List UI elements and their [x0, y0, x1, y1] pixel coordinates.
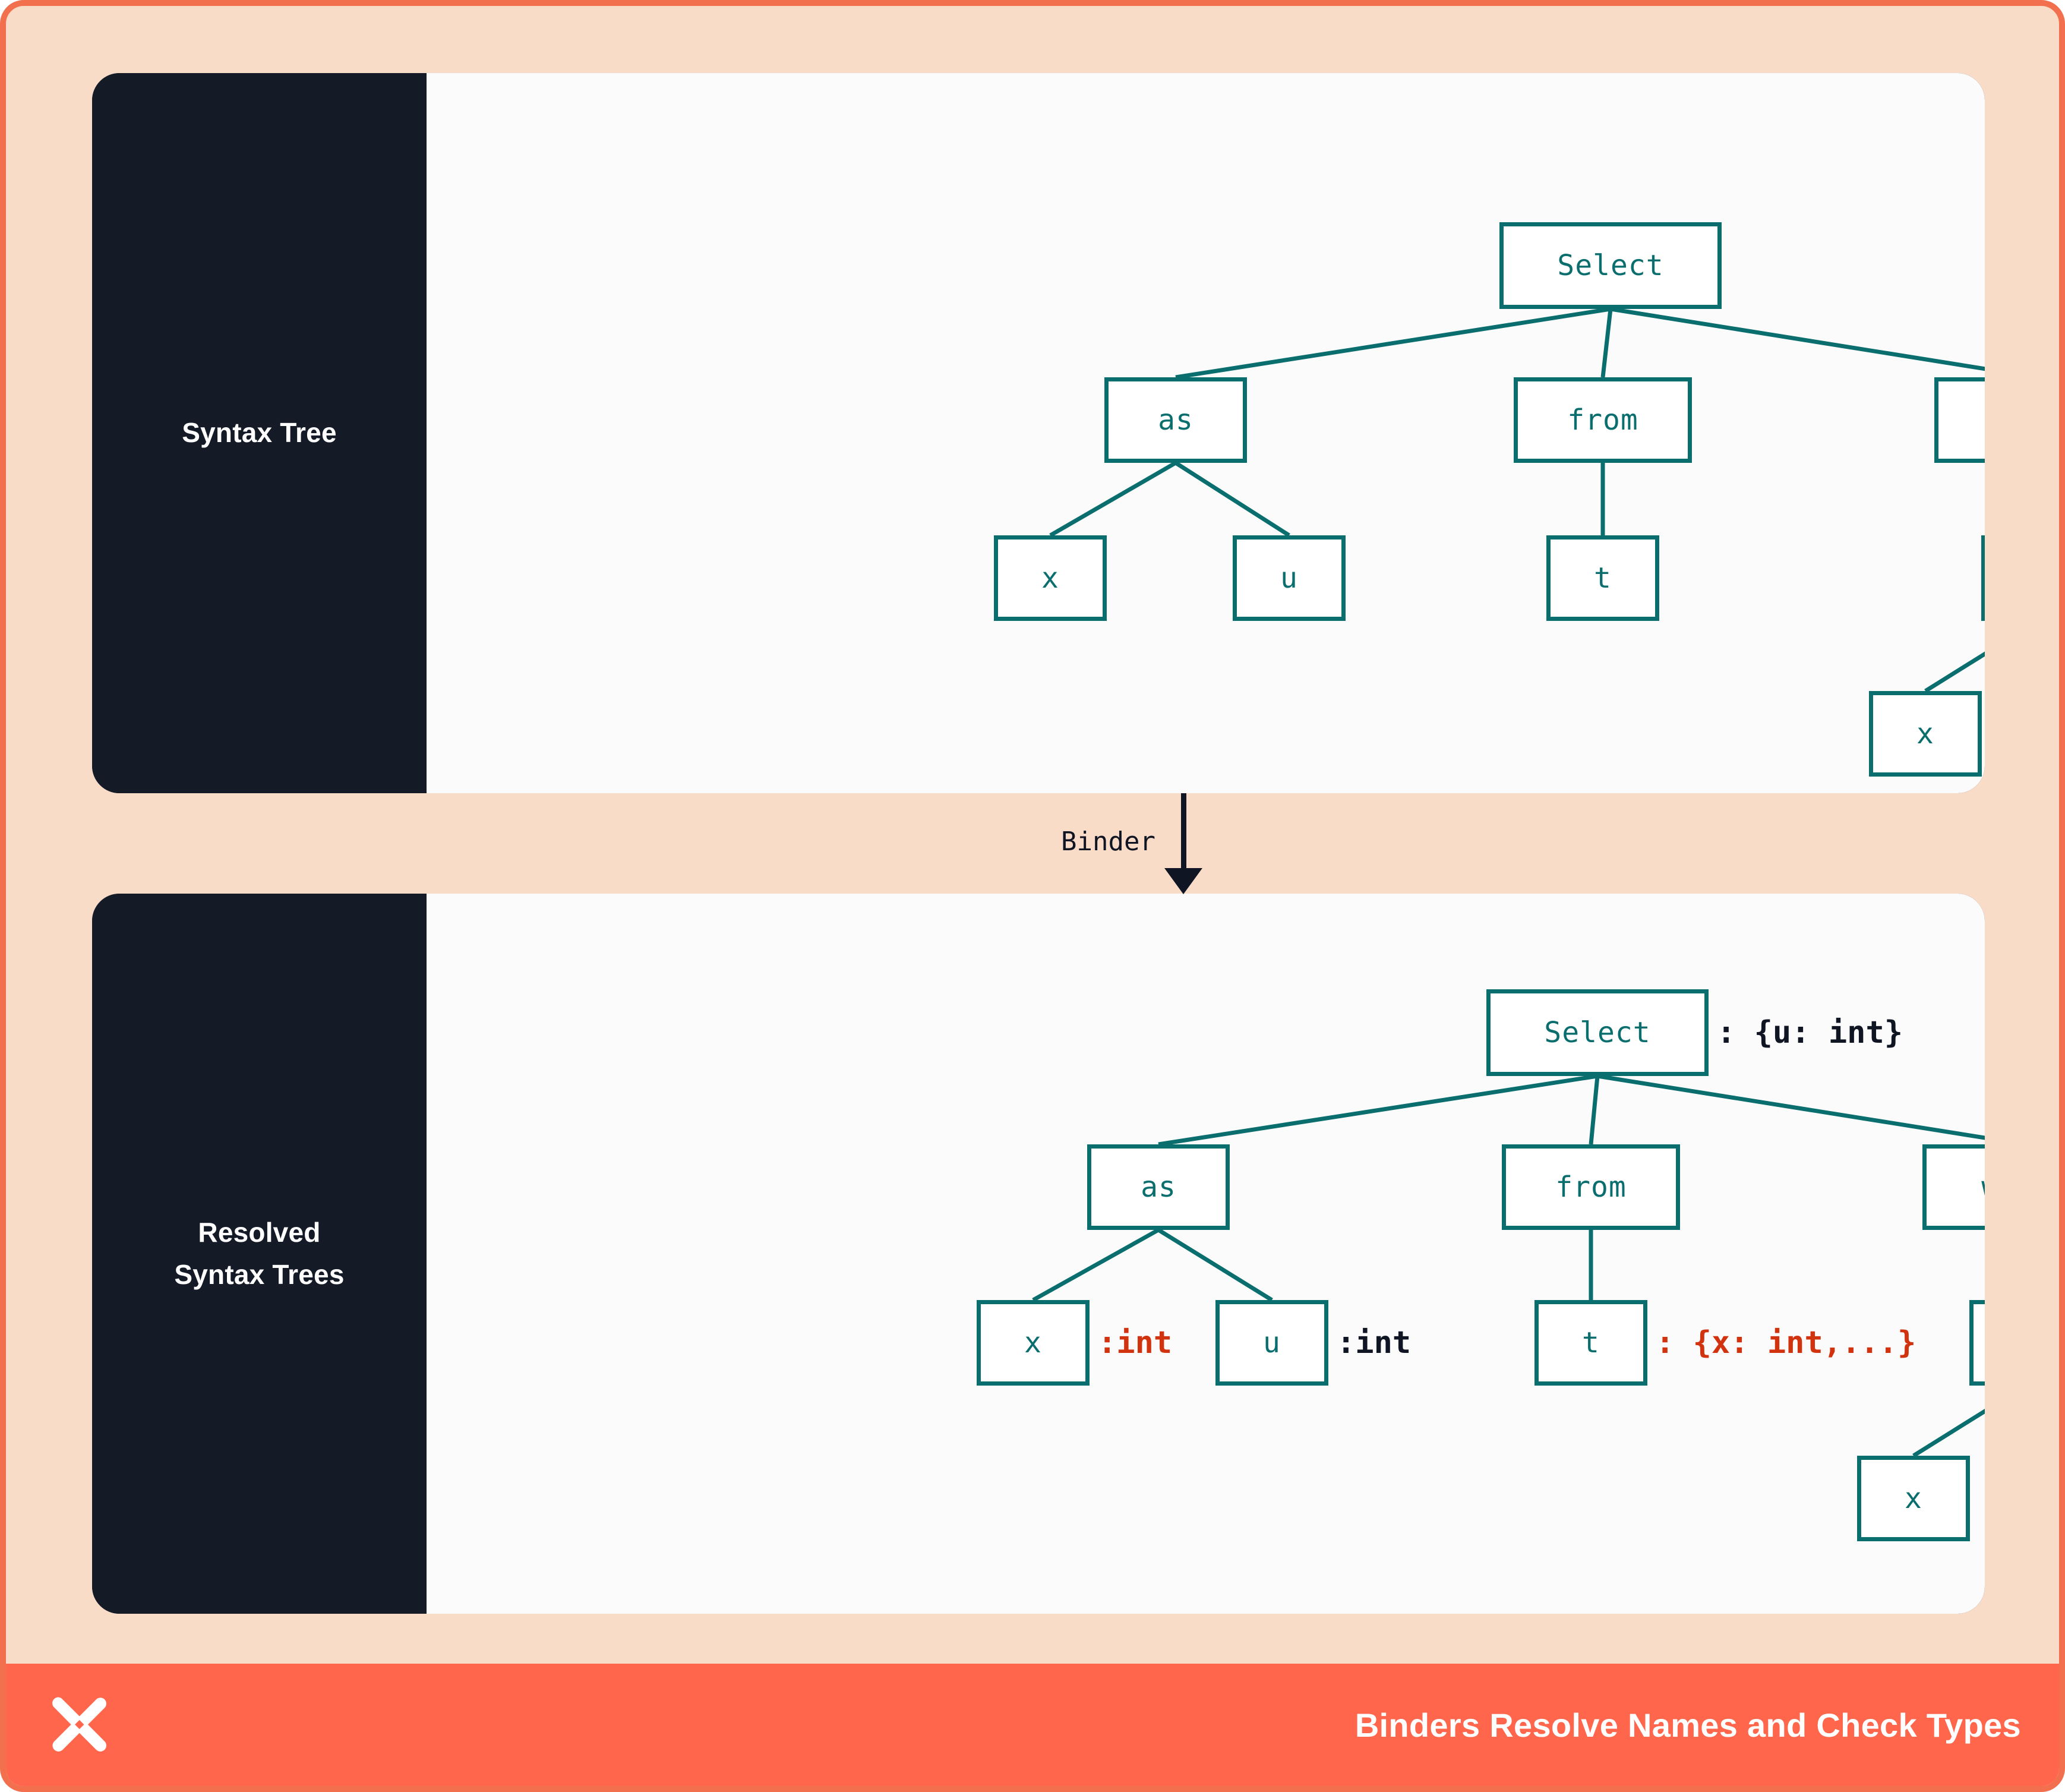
binder-arrow-head — [1164, 868, 1202, 894]
tree-edge-gt-gt-x — [1924, 651, 1985, 693]
tree-node-select: Select — [1486, 989, 1709, 1076]
tree-node-gt-x: x — [1869, 691, 1982, 777]
tree-node-select: Select — [1499, 222, 1722, 309]
tree-node-gt-x: x — [1857, 1456, 1970, 1541]
tree-node-as-x: x — [977, 1300, 1090, 1386]
tree-edge-select-as — [1175, 307, 1611, 380]
tree-edge-select-where — [1610, 307, 1985, 371]
tree-node-from: from — [1502, 1144, 1680, 1230]
tree-node-where: where — [1922, 1144, 1985, 1230]
binder-arrow-shaft — [1181, 793, 1186, 869]
binder-label: Binder — [1061, 826, 1155, 857]
tree-edge-as-as-u — [1174, 461, 1290, 537]
type-annotation-gt-x: :int — [1978, 1483, 1985, 1514]
tree-node-as-u: u — [1233, 535, 1346, 621]
binder-transition: Binder — [6, 793, 2059, 895]
panel-syntax-tree-sidebar: Syntax Tree — [92, 73, 427, 793]
footer-bar: Binders Resolve Names and Check Types — [6, 1664, 2059, 1786]
tree-edge-as-as-u — [1157, 1228, 1273, 1302]
resolved-tree-edges — [1032, 1074, 1985, 1457]
tree-edge-as-as-x — [1049, 460, 1177, 538]
brand-x-logo-icon — [52, 1697, 107, 1752]
footer-caption: Binders Resolve Names and Check Types — [1354, 1706, 2021, 1744]
tree-edge-gt-gt-x — [1912, 1408, 1985, 1457]
tree-node-gt: > — [1969, 1300, 1985, 1386]
panel-syntax-tree-title: Syntax Tree — [182, 417, 337, 449]
tree-node-where: where — [1934, 377, 1985, 463]
syntax-tree-edges — [1049, 307, 1985, 693]
tree-edge-select-from — [1600, 308, 1613, 378]
type-annotation-as-x: :int — [1098, 1325, 1173, 1361]
type-annotation-as-u: :int — [1337, 1325, 1412, 1361]
type-annotation-from-t: : {x: int,...} — [1656, 1325, 1916, 1361]
tree-node-gt: > — [1981, 535, 1985, 621]
tree-edge-select-as — [1158, 1074, 1598, 1147]
tree-edge-select-from — [1589, 1075, 1600, 1145]
panel-resolved-syntax-trees-canvas: Select: {u: int}asfromwherex:intu:intt: … — [427, 894, 1985, 1614]
tree-node-as: as — [1104, 377, 1247, 463]
tree-node-as-x: x — [994, 535, 1107, 621]
tree-node-from-t: t — [1546, 535, 1659, 621]
tree-edge-select-where — [1597, 1074, 1985, 1140]
tree-edge-as-as-x — [1032, 1228, 1160, 1302]
tree-node-as: as — [1087, 1144, 1230, 1230]
panel-syntax-tree: Syntax Tree Selectasfromwherexut>x0 — [92, 73, 1985, 793]
tree-node-as-u: u — [1215, 1300, 1328, 1386]
tree-node-from: from — [1514, 377, 1692, 463]
tree-node-from-t: t — [1534, 1300, 1647, 1386]
type-annotation-select: : {u: int} — [1717, 1015, 1903, 1050]
panel-syntax-tree-canvas: Selectasfromwherexut>x0 — [427, 73, 1985, 793]
